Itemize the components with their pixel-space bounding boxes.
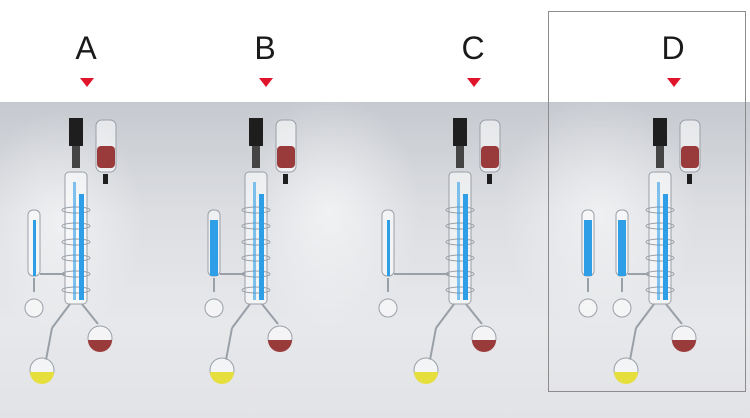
option-label-a[interactable]: A [75, 30, 97, 66]
marker-icon [80, 78, 94, 87]
apparatus-panel[interactable] [190, 102, 370, 402]
receiver-flask [378, 298, 398, 318]
apparatus-option-c[interactable] [370, 102, 550, 402]
coolant-coil [259, 194, 264, 300]
marker-icon [259, 78, 273, 87]
coolant-coil [663, 194, 668, 300]
apparatus-panel[interactable] [560, 102, 740, 402]
receiver-flask [612, 298, 632, 318]
selected-option-frame[interactable] [548, 11, 746, 392]
option-label-c[interactable]: C [461, 30, 485, 66]
apparatus-option-a[interactable] [10, 102, 190, 402]
apparatus-option-d[interactable] [560, 102, 740, 402]
coolant-coil [79, 194, 84, 300]
motor [653, 118, 667, 146]
receiver-flask [24, 298, 44, 318]
marker-icon [467, 78, 481, 87]
motor [453, 118, 467, 146]
option-label-d[interactable]: D [661, 30, 685, 66]
receiver-flask [204, 298, 224, 318]
apparatus-panel[interactable] [10, 102, 190, 402]
motor [249, 118, 263, 146]
coolant-coil [463, 194, 468, 300]
receiver-flask [578, 298, 598, 318]
apparatus-option-b[interactable] [190, 102, 370, 402]
marker-icon [667, 78, 681, 87]
option-label-b[interactable]: B [254, 30, 276, 66]
apparatus-panel[interactable] [370, 102, 550, 402]
motor [69, 118, 83, 146]
